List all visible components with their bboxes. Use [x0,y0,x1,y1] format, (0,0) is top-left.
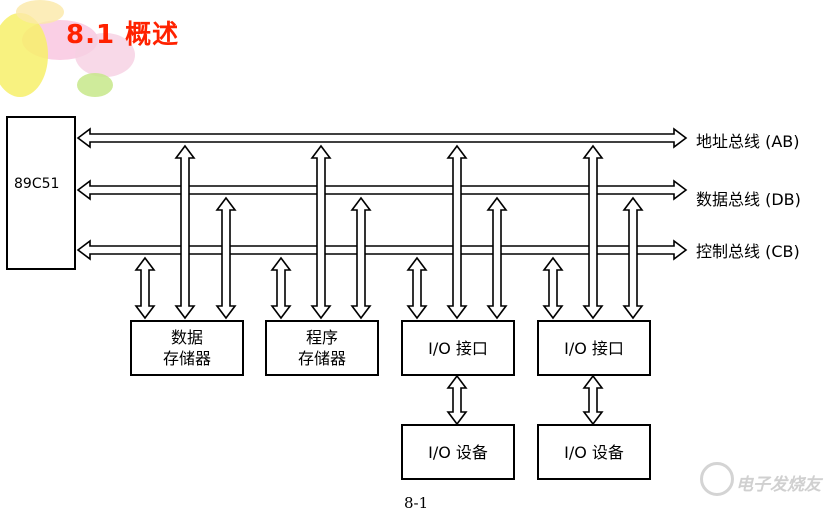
control-bus-arrow [76,239,688,261]
address-bus-label: 地址总线 (AB) [696,132,800,151]
watermark-text: 电子发烧友 [736,475,821,495]
control-connector-2 [270,256,292,320]
address-connector-3 [446,144,468,320]
page-title: 8.1 概述 [66,20,180,50]
cpu-block: 89C51 [6,116,76,270]
io-device-box-1: I/O 设备 [401,424,515,480]
data-connector-4 [622,196,644,320]
data-memory-box: 数据 存储器 [130,320,244,376]
address-bus-arrow [76,127,688,149]
data-connector-3 [486,196,508,320]
control-connector-1 [134,256,156,320]
device-connector-1 [446,374,468,426]
data-bus-arrow [76,179,688,201]
bus-arrows [76,127,688,426]
figure-label: 8-1 [404,494,429,512]
watermark-logo-icon [700,462,734,496]
address-connector-4 [582,144,604,320]
io-device-label-2: I/O 设备 [564,442,624,462]
program-memory-line2: 存储器 [297,349,346,368]
io-interface-box-2: I/O 接口 [537,320,651,376]
address-connector-2 [310,144,332,320]
io-interface-box-1: I/O 接口 [401,320,515,376]
data-connector-2 [350,196,372,320]
data-memory-line2: 存储器 [162,349,211,368]
control-connector-3 [406,256,428,320]
device-connector-2 [582,374,604,426]
data-bus-label: 数据总线 (DB) [696,190,801,209]
data-connector-1 [215,196,237,320]
io-interface-label-2: I/O 接口 [564,338,624,358]
address-connector-1 [174,144,196,320]
control-bus-label: 控制总线 (CB) [696,242,800,261]
io-interface-label-1: I/O 接口 [428,338,488,358]
program-memory-line1: 程序 [305,328,338,347]
program-memory-box: 程序 存储器 [265,320,379,376]
io-device-label-1: I/O 设备 [428,442,488,462]
corner-flower-decoration [0,0,135,97]
control-connector-4 [542,256,564,320]
cpu-label: 89C51 [14,176,60,192]
data-memory-line1: 数据 [170,328,203,347]
io-device-box-2: I/O 设备 [537,424,651,480]
